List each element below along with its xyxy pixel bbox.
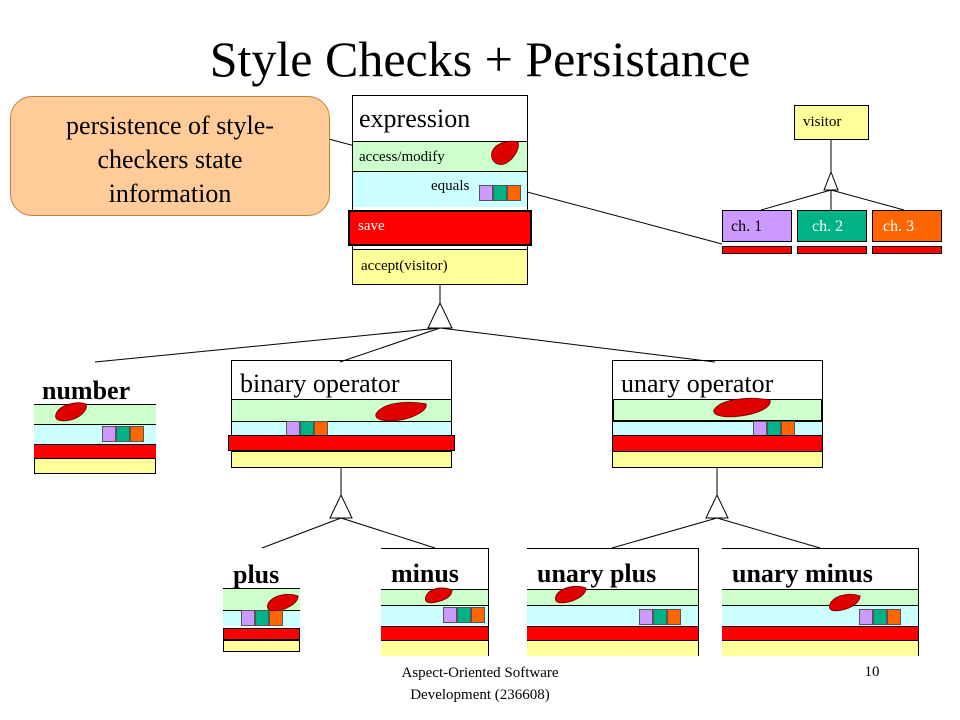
blob-minus-icon: [425, 587, 453, 604]
binary-operator-class-name: binary operator: [240, 369, 400, 398]
save-label: save: [358, 218, 385, 234]
style-check-square-3: [507, 185, 521, 201]
accept-visitor-band: accept(visitor): [353, 249, 527, 284]
visitor-box: visitor: [794, 105, 869, 140]
blob-unary-icon: [713, 397, 771, 418]
unary-plus-class-name: unary plus: [537, 559, 657, 588]
equals-band: equals: [353, 171, 527, 207]
blob-unary-minus-icon: [829, 593, 861, 612]
access-modify-label: access/modify: [359, 149, 445, 165]
visitor-child-3-save: [872, 246, 942, 254]
plus-class-name: plus: [233, 560, 280, 589]
minus-class-name: minus: [391, 559, 459, 588]
style-check-square-2: [493, 185, 507, 201]
style-check-square-1: [479, 185, 493, 201]
number-class-name: number: [42, 376, 131, 405]
blob-binary-icon: [375, 401, 427, 422]
expression-class-name: expression: [359, 104, 471, 133]
unary-minus-class-box: unary minus: [722, 548, 919, 656]
expression-class-box: expression access/modify equals save acc…: [348, 95, 532, 285]
equals-label: equals: [431, 178, 470, 194]
blob-unary-plus-icon: [555, 585, 587, 604]
callout-line-3: information: [108, 179, 232, 208]
slide-title: Style Checks + Persistance: [209, 31, 751, 87]
unary-plus-class-box: unary plus: [527, 548, 699, 656]
visitor-child-2: ch. 2: [797, 210, 867, 242]
visitor-child-2-save: [797, 246, 867, 254]
footer-course-line-1: Aspect-Oriented Software: [401, 665, 559, 681]
unary-minus-class-name: unary minus: [732, 559, 873, 588]
save-band: save: [348, 210, 532, 246]
accept-visitor-label: accept(visitor): [361, 258, 448, 274]
visitor-child-2-label: ch. 2: [812, 218, 844, 235]
visitor-child-3: ch. 3: [872, 210, 942, 242]
visitor-child-1-label: ch. 1: [731, 218, 763, 235]
footer-course-line-2: Development (236608): [410, 687, 550, 703]
callout-line-2: checkers state: [97, 145, 243, 174]
visitor-label: visitor: [803, 114, 842, 130]
unary-operator-class-name: unary operator: [621, 369, 774, 398]
blob-plus-icon: [267, 593, 299, 612]
footer-course: Aspect-Oriented Software Development (23…: [350, 662, 610, 706]
visitor-child-1: ch. 1: [722, 210, 792, 242]
callout-bubble: persistence of style- checkers state inf…: [10, 96, 330, 216]
visitor-child-1-save: [722, 246, 792, 254]
visitor-child-3-label: ch. 3: [883, 218, 915, 235]
callout-line-1: persistence of style-: [66, 111, 274, 140]
page-number: 10: [864, 664, 880, 680]
blob-number-icon: [55, 402, 87, 422]
